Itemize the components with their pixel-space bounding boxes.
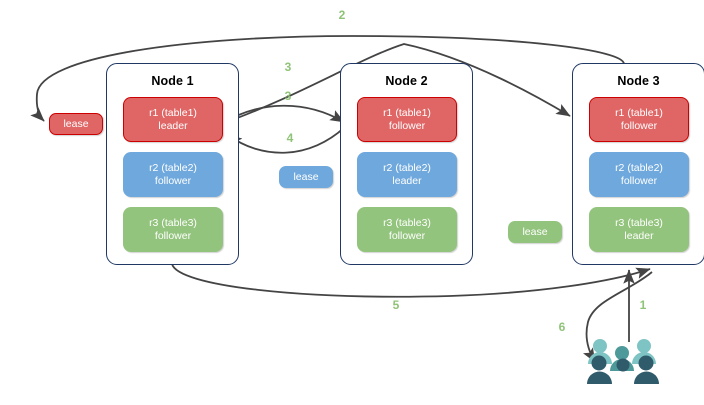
replica-name: r3 (table3) bbox=[383, 216, 431, 229]
replica-r1[interactable]: r1 (table1) follower bbox=[357, 97, 457, 142]
step-label-2: 2 bbox=[338, 8, 346, 22]
step-label-3-long: 3 bbox=[284, 60, 292, 74]
lease-badge-red[interactable]: lease bbox=[49, 113, 103, 135]
replica-role: follower bbox=[154, 174, 192, 187]
replica-role: follower bbox=[620, 119, 658, 132]
replica-name: r2 (table2) bbox=[149, 161, 197, 174]
lease-badge-blue[interactable]: lease bbox=[279, 166, 333, 188]
people-icon[interactable] bbox=[586, 337, 662, 387]
people-front-row bbox=[587, 355, 659, 384]
lease-label: lease bbox=[63, 118, 89, 130]
node-title: Node 3 bbox=[617, 74, 660, 88]
step-label-4: 4 bbox=[286, 131, 294, 145]
replica-role: follower bbox=[620, 174, 658, 187]
edge-step-6 bbox=[583, 271, 653, 363]
replica-role: follower bbox=[154, 229, 192, 242]
replica-role: follower bbox=[388, 229, 426, 242]
replica-r1[interactable]: r1 (table1) follower bbox=[589, 97, 689, 142]
node-container-3[interactable]: Node 3 r1 (table1) follower r2 (table2) … bbox=[572, 63, 704, 265]
step-label-1: 1 bbox=[639, 298, 647, 312]
node-container-1[interactable]: Node 1 r1 (table1) leader r2 (table2) fo… bbox=[106, 63, 239, 265]
replica-role: leader bbox=[392, 174, 422, 187]
replica-r3[interactable]: r3 (table3) follower bbox=[123, 207, 223, 252]
replica-role: leader bbox=[158, 119, 188, 132]
replica-name: r3 (table3) bbox=[149, 216, 197, 229]
replica-name: r2 (table2) bbox=[383, 161, 431, 174]
replica-r3[interactable]: r3 (table3) leader bbox=[589, 207, 689, 252]
edge-step-2 bbox=[30, 35, 625, 122]
replica-r3[interactable]: r3 (table3) follower bbox=[357, 207, 457, 252]
replica-name: r3 (table3) bbox=[615, 216, 663, 229]
step-label-3-short: 3 bbox=[284, 89, 292, 103]
edge-step-5 bbox=[171, 263, 651, 298]
replica-r2[interactable]: r2 (table2) follower bbox=[589, 152, 689, 197]
replica-r1[interactable]: r1 (table1) leader bbox=[123, 97, 223, 142]
replica-r2[interactable]: r2 (table2) follower bbox=[123, 152, 223, 197]
lease-label: lease bbox=[522, 226, 548, 238]
replica-name: r1 (table1) bbox=[149, 106, 197, 119]
replica-name: r1 (table1) bbox=[615, 106, 663, 119]
step-label-5: 5 bbox=[392, 298, 400, 312]
replica-role: leader bbox=[624, 229, 654, 242]
node-title: Node 2 bbox=[385, 74, 428, 88]
step-label-6: 6 bbox=[558, 320, 566, 334]
replica-role: follower bbox=[388, 119, 426, 132]
node-title: Node 1 bbox=[151, 74, 194, 88]
replica-r2[interactable]: r2 (table2) leader bbox=[357, 152, 457, 197]
edge-step-3-short bbox=[220, 104, 345, 125]
replica-name: r2 (table2) bbox=[615, 161, 663, 174]
edge-step-4 bbox=[227, 125, 347, 154]
replica-name: r1 (table1) bbox=[383, 106, 431, 119]
edge-step-3-long bbox=[220, 43, 571, 125]
lease-label: lease bbox=[293, 171, 319, 183]
node-container-2[interactable]: Node 2 r1 (table1) follower r2 (table2) … bbox=[340, 63, 473, 265]
lease-badge-green[interactable]: lease bbox=[508, 221, 562, 243]
